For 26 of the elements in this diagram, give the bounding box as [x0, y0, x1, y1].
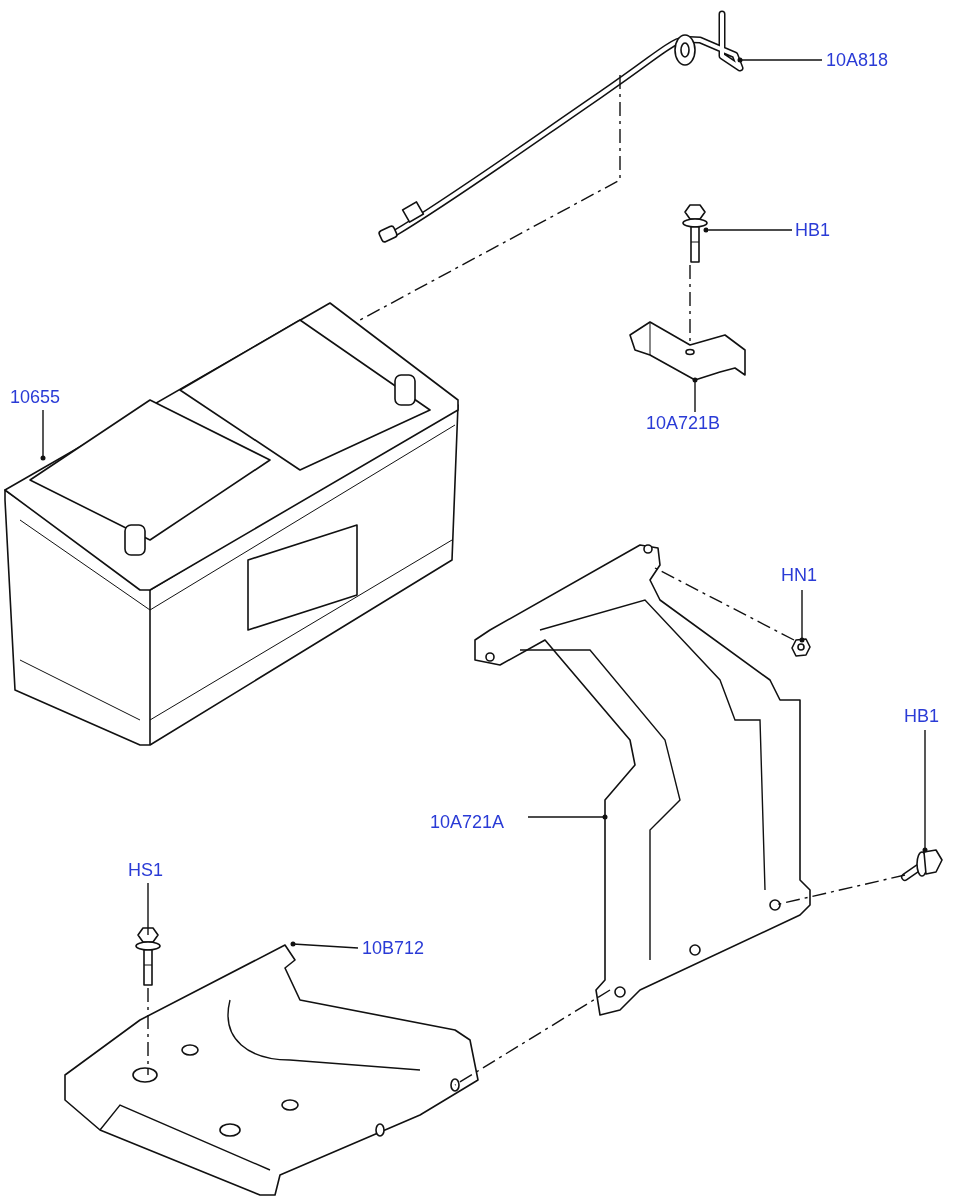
nut-drawing	[790, 636, 812, 658]
leader-line	[292, 943, 359, 949]
part-number: HN1	[781, 565, 817, 585]
leader-line	[739, 59, 823, 61]
part-number: 10655	[10, 387, 61, 407]
part-number: HB1	[904, 706, 939, 726]
part-number: 10A721A	[430, 812, 505, 832]
part-number: HB1	[795, 220, 830, 240]
leader-line	[42, 409, 44, 459]
leader-line	[801, 589, 803, 641]
part-number: 10B712	[362, 938, 425, 958]
part-number: 10A818	[826, 50, 889, 70]
assembly-line	[454, 989, 611, 1086]
part-number: HS1	[128, 860, 163, 880]
leader-line	[694, 379, 696, 413]
clamp-bracket-drawing	[628, 318, 748, 384]
battery-tray-drawing	[62, 940, 482, 1198]
leader-line	[924, 729, 926, 851]
leader-line	[705, 229, 793, 231]
assembly-line	[147, 987, 149, 1076]
leader-line	[147, 882, 149, 936]
assembly-line	[359, 74, 621, 321]
bolt-drawing	[900, 846, 944, 882]
part-number: 10A721B	[646, 413, 721, 433]
assembly-line	[654, 567, 795, 641]
leader-line	[527, 816, 606, 818]
